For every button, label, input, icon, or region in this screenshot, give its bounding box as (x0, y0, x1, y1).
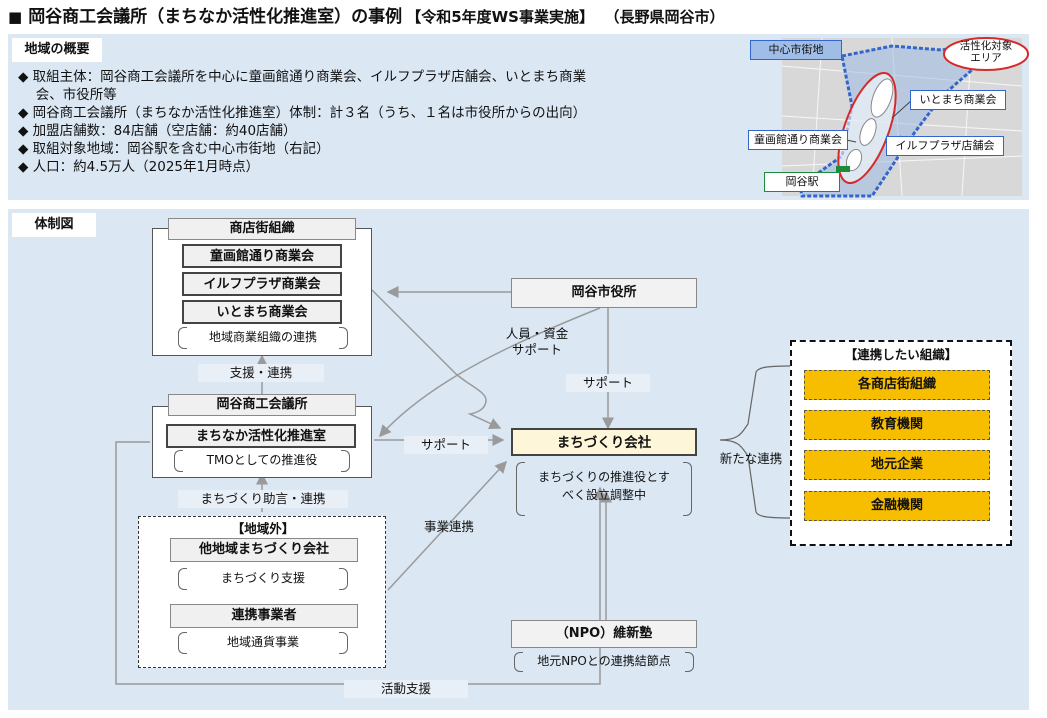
title-square: ■ (8, 8, 23, 26)
overview-bullet: ◆ 岡谷商工会議所（まちなか活性化推進室）体制：計３名（うち、１名は市役所からの… (18, 105, 587, 121)
overview-bullet: ◆ 人口：約4.5万人（2025年1月時点） (18, 159, 260, 175)
machizukuri-note-line1: まちづくりの推進役とす (538, 470, 670, 484)
people-money-label: 人員・資金 サポート (494, 326, 580, 360)
shotengai-title: 商店街組織 (168, 218, 356, 240)
map-target-line1: 活性化対象 (959, 40, 1013, 52)
area-map-graphic (781, 37, 1029, 198)
shotengai-item: 童画館通り商業会 (182, 244, 342, 268)
business-link-label: 事業連携 (423, 519, 474, 534)
machizukuri-note-line2: べく設立調整中 (561, 488, 646, 502)
overview-bullets: ◆ 取組主体：岡谷商工会議所を中心に童画館通り商業会、イルフプラザ店舗会、いとま… (18, 68, 738, 176)
partner-note: 地域通貨事業 (178, 632, 348, 654)
map-label-itomachi: いとまち商業会 (910, 90, 1006, 110)
map-target-line2: エリア (970, 52, 1002, 64)
activity-support-label: 活動支援 (344, 680, 468, 698)
map-label-ilf: イルフプラザ店舗会 (886, 136, 1004, 156)
cci-office: まちなか活性化推進室 (166, 424, 356, 448)
new-link-label: 新たな連携 (719, 451, 783, 466)
shotengai-item: いとまち商業会 (182, 300, 342, 324)
diagram-heading: 体制図 (12, 213, 96, 237)
people-money-line2: サポート (511, 342, 562, 357)
advice-label: まちづくり助言・連携 (178, 490, 348, 508)
overview-bullet: ◆ 取組主体：岡谷商工会議所を中心に童画館通り商業会、イルフプラザ店舗会、いとま… (18, 69, 587, 85)
cci-note: TMOとしての推進役 (174, 450, 350, 472)
shotengai-item: イルフプラザ商業会 (182, 272, 342, 296)
want-item: 金融機関 (804, 491, 990, 521)
npo-note: 地元NPOとの連携結節点 (514, 652, 694, 672)
overview-heading: 地域の概要 (12, 38, 102, 62)
map-label-target: 活性化対象 エリア (946, 40, 1026, 64)
area-map (742, 36, 1032, 198)
partner-company: 連携事業者 (170, 604, 358, 628)
map-label-central: 中心市街地 (750, 40, 842, 60)
npo: （NPO）維新塾 (511, 620, 697, 648)
support-city-label: サポート (566, 374, 650, 392)
title-year: 【令和5年度WS事業実施】 (406, 8, 594, 26)
title-prefecture: （長野県岡谷市） (611, 8, 725, 26)
want-item: 教育機関 (804, 410, 990, 440)
want-item: 各商店街組織 (804, 370, 990, 400)
machizukuri-note: まちづくりの推進役とす べく設立調整中 (516, 462, 692, 516)
outside-title: 【地域外】 (231, 521, 295, 536)
other-company: 他地域まちづくり会社 (170, 538, 358, 562)
other-company-note: まちづくり支援 (178, 568, 348, 590)
people-money-line1: 人員・資金 (505, 326, 569, 341)
support-cci-label: サポート (404, 436, 488, 454)
page-title: ■ 岡谷商工会議所（まちなか活性化推進室）の事例【令和5年度WS事業実施】 （長野県… (8, 2, 725, 32)
overview-bullet: ◆ 取組対象地域：岡谷駅を含む中心市街地（右記） (18, 141, 330, 157)
title-main: 岡谷商工会議所（まちなか活性化推進室）の事例 (28, 7, 403, 27)
cci-title: 岡谷商工会議所 (168, 394, 356, 416)
map-label-dogakan: 童画館通り商業会 (748, 130, 848, 150)
want-title: 【連携したい組織】 (844, 347, 958, 362)
overview-bullet: ◆ 加盟店舗数：84店舗（空店舗：約40店舗） (18, 123, 297, 139)
city-hall: 岡谷市役所 (511, 278, 697, 308)
overview-bullet: 会、市役所等 (18, 87, 117, 103)
map-label-station: 岡谷駅 (764, 172, 840, 192)
shotengai-note: 地域商業組織の連携 (178, 327, 348, 349)
support-link-label: 支援・連携 (198, 364, 324, 382)
machizukuri-company: まちづくり会社 (511, 428, 697, 456)
want-item: 地元企業 (804, 450, 990, 480)
